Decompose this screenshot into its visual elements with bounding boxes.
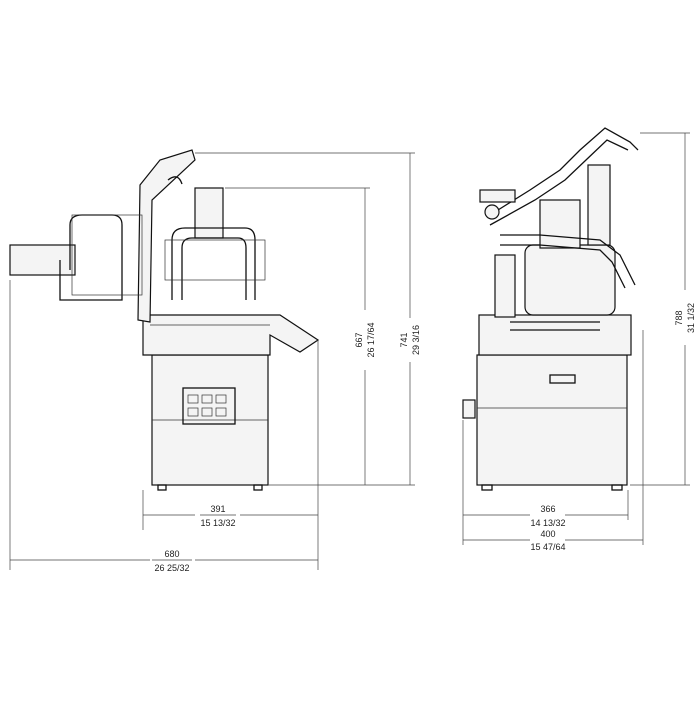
dim-side-width-inch: 26 25/32: [154, 563, 189, 573]
dim-front-height-mm: 788: [674, 310, 684, 325]
side-connector: [462, 399, 476, 419]
dim-side-height-closed-inch: 26 17/64: [366, 322, 376, 357]
dim-front-total-inch: 15 47/64: [530, 542, 565, 552]
dimension-labels: 391 15 13/32 680 26 25/32 667 26 17/64 7…: [152, 303, 696, 573]
front-feed-head: [524, 244, 616, 316]
pusher-motor: [9, 244, 76, 276]
side-hopper-chute: [142, 314, 320, 356]
dim-side-depth-mm: 391: [210, 504, 225, 514]
front-hopper: [478, 314, 632, 356]
dim-front-height-inch: 31 1/32: [686, 303, 696, 333]
feed-tube-top: [194, 187, 224, 239]
dim-side-height-closed-mm: 667: [354, 332, 364, 347]
control-panel: [182, 387, 236, 425]
dim-front-base-inch: 14 13/32: [530, 518, 565, 528]
dim-front-base-mm: 366: [540, 504, 555, 514]
dim-side-height-open-mm: 741: [399, 332, 409, 347]
dim-side-height-open-inch: 29 3/16: [411, 325, 421, 355]
dim-side-width-mm: 680: [164, 549, 179, 559]
side-lid: [137, 149, 196, 323]
front-base-body: [476, 354, 628, 486]
dim-front-total-mm: 400: [540, 529, 555, 539]
side-view: [9, 149, 320, 491]
front-view: [462, 127, 639, 491]
dimension-lines: [9, 132, 690, 570]
dim-side-depth-inch: 15 13/32: [200, 518, 235, 528]
